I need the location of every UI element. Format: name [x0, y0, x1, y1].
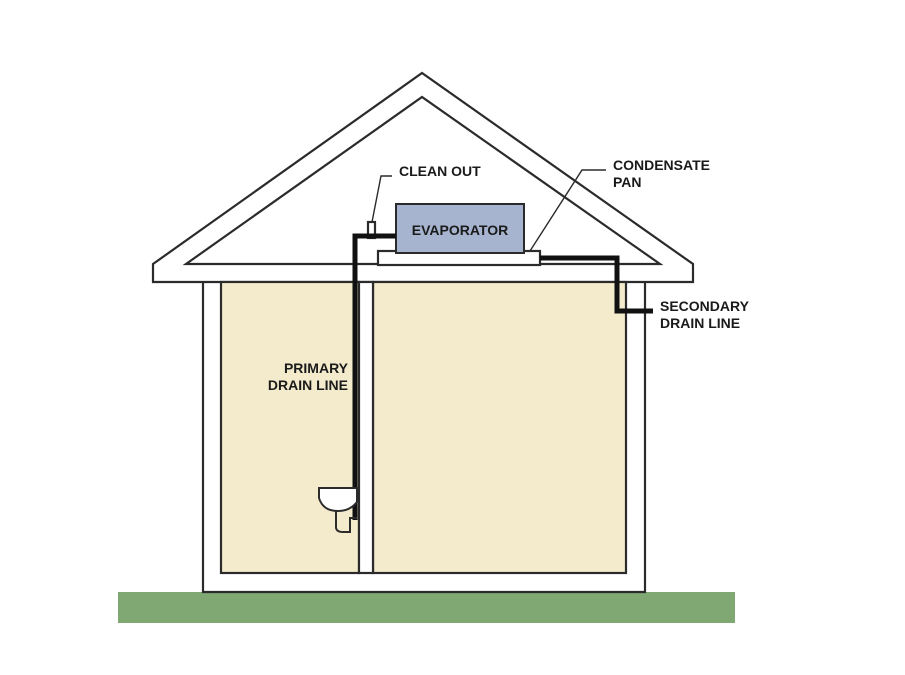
clean-out-leader: [371, 175, 392, 223]
clean-out-label: CLEAN OUT: [399, 163, 481, 179]
room-right: [371, 280, 628, 575]
partition-wall: [357, 280, 375, 575]
condensate-pan-label-1: CONDENSATE: [613, 157, 710, 173]
primary-drain-line: [352, 233, 396, 520]
secondary-drain-line-label-2: DRAIN LINE: [660, 315, 740, 331]
sink-trap: [335, 511, 357, 533]
sink: [318, 487, 358, 533]
evaporator-unit: [395, 203, 525, 254]
condensate-pan-label-2: PAN: [613, 174, 642, 190]
secondary-drain-line-label-1: SECONDARY: [660, 298, 750, 314]
primary-drain-line-label-1: PRIMARY: [284, 360, 349, 376]
primary-drain-line-label-2: DRAIN LINE: [268, 377, 348, 393]
condensate-pan-leader: [529, 169, 606, 252]
secondary-drain-line: [540, 255, 653, 314]
ground: [118, 592, 735, 623]
sink-basin: [318, 487, 358, 513]
evaporator-label: EVAPORATOR: [412, 222, 508, 238]
room-left: [219, 280, 361, 575]
